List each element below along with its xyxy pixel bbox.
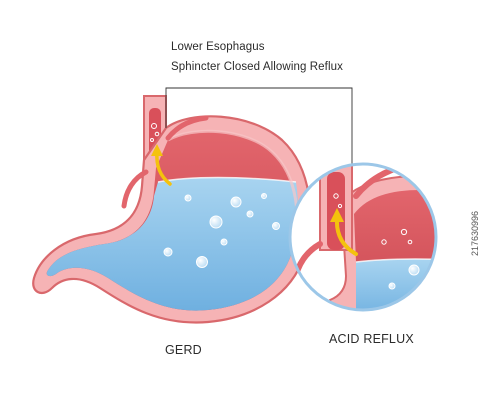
zoom-lining-bubbles	[333, 193, 413, 245]
stock-id-text: 217630996	[470, 210, 480, 256]
esophagus-bubbles	[150, 123, 160, 142]
caption-acid-reflux: ACID REFLUX	[329, 332, 414, 346]
zoom-reflux-arrow-head	[330, 208, 344, 222]
blood-vessel	[121, 169, 149, 209]
zoom-acid-bubbles	[388, 264, 420, 290]
magnified-view	[288, 162, 438, 312]
magnifier-ring	[288, 162, 438, 312]
zoom-blood-vessel-top	[353, 164, 433, 199]
callout-leader	[165, 87, 353, 176]
acid-bubbles	[163, 193, 280, 268]
zoom-acid-surface	[355, 258, 436, 263]
blood-vessel-top	[165, 115, 209, 141]
callout-line-2: Sphincter Closed Allowing Reflux	[171, 61, 343, 73]
callout-line-1: Lower Esophagus	[171, 41, 265, 53]
stomach-acid	[46, 177, 299, 311]
reflux-arrow-head	[151, 144, 163, 156]
acid-surface-line	[157, 176, 297, 183]
caption-gerd: GERD	[165, 343, 202, 357]
stomach-illustration	[32, 95, 312, 324]
